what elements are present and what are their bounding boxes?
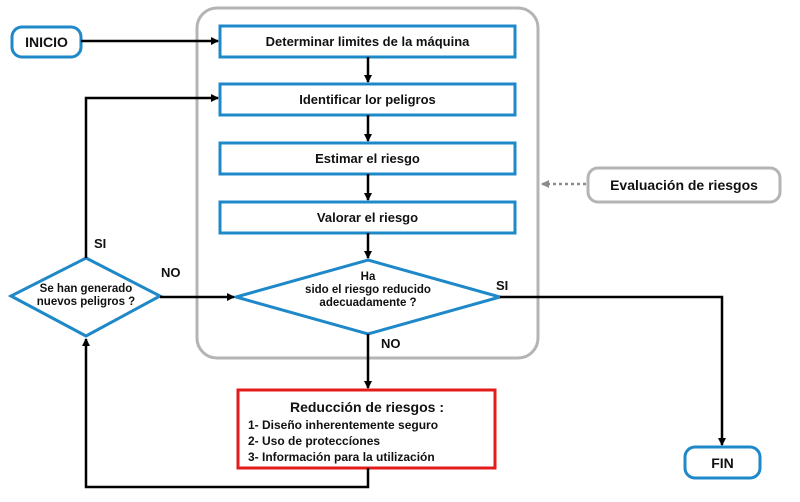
identificar-label: Identificar lor peligros [299, 92, 436, 107]
inicio-label: INICIO [25, 34, 68, 50]
reduccion-item-2: 2- Uso de proteccíones [248, 434, 381, 448]
decision-nuevos-line-2: nuevos peligros ? [36, 296, 136, 308]
fin-node [683, 445, 762, 480]
arrow-reduccion-to-nuevos [82, 338, 370, 489]
decision-reducido-text: Ha sido el riesgo reducido adecuadamente… [268, 271, 468, 310]
decision-reducido-line-1: Ha [360, 271, 376, 283]
reduccion-item-3: 3- Información para la utilización [248, 450, 435, 464]
edge-label-no-right: NO [161, 265, 181, 280]
evaluacion-label: Evaluación de riesgos [610, 177, 758, 193]
edge-label-si-up: SI [94, 236, 107, 251]
arrow-si-to-fin [500, 295, 726, 446]
decision-nuevos-text: Se han generado nuevos peligros ? [16, 283, 156, 309]
fin-label: FIN [711, 454, 734, 471]
valorar-label: Valorar el riesgo [316, 210, 419, 225]
determinar-label: Determinar limites de la máquina [265, 34, 470, 49]
arrow-si-to-identificar [84, 94, 219, 258]
decision-reducido-line-2: sido el riesgo reducido [305, 284, 431, 296]
evaluacion-box [586, 166, 782, 204]
reduccion-box [236, 388, 497, 470]
determinar-box [218, 24, 517, 59]
estimar-label: Estimar el riesgo [315, 151, 420, 166]
decision-reducido-line-3: adecuadamente ? [319, 297, 417, 309]
decision-nuevos-line-1: Se han generado [39, 283, 133, 295]
reduccion-title: Reducción de riesgos : [289, 399, 445, 415]
identificar-box [218, 82, 517, 117]
edge-label-si-right: SI [496, 278, 509, 293]
reduccion-item-1: 1- Diseño inherentemente seguro [248, 418, 439, 432]
decision-nuevos-shape [7, 256, 164, 338]
edge-label-no-down: NO [381, 336, 401, 351]
